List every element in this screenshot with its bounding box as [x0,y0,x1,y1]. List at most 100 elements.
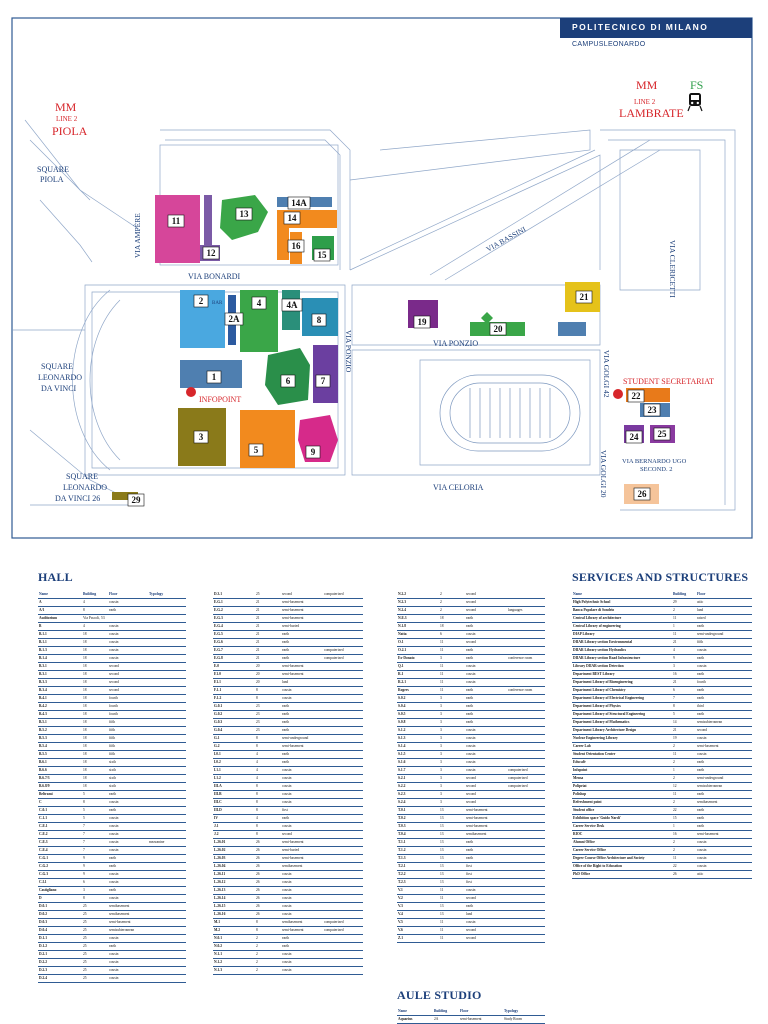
table-cell [323,846,363,855]
table-cell [507,878,545,887]
table-cell: G.2 [213,742,255,751]
table-cell: C.E.3 [38,838,82,847]
table-cell: 6 [439,630,465,639]
table-cell [148,718,186,727]
table-cell: computerized [507,766,545,775]
table-cell: N.2.4 [397,606,439,615]
table-cell [323,822,363,831]
table-cell: 8 [255,782,281,791]
table-cell: F.1.2 [213,694,255,703]
table-cell: 18 [82,702,108,711]
table-cell [323,854,363,863]
table-cell: cousin [696,854,752,863]
table-cell: 8 [82,894,108,903]
table-cell [323,694,363,703]
table-cell: cousin [108,654,148,663]
table-cell [108,614,148,623]
hall-col-building: Building [82,591,108,599]
table-cell: fourth [108,702,148,711]
table-cell [148,846,186,855]
table-cell [323,798,363,807]
table-cell: G.0.4 [213,726,255,735]
table-cell [507,886,545,895]
tag-6: 6 [286,376,291,386]
table-cell: earth [465,694,507,703]
table-cell: 8 [255,734,281,743]
table-cell: cousin [281,782,323,791]
table-cell: B.6.6 [38,766,82,775]
table-cell [507,798,545,807]
table-cell: 8 [82,606,108,615]
table-cell: Student office [572,806,672,815]
table-cell [507,894,545,903]
table-cell: D.2.2 [38,958,82,967]
table-cell: semi-basement [281,854,323,863]
table-cell: C.G.2 [38,862,82,871]
table-cell: 26 [255,846,281,855]
table-cell [323,870,363,879]
table-cell [507,830,545,839]
table-cell: 18 [439,622,465,631]
square-leonardo-line1: SQUARE [41,362,73,371]
table-cell: semi-basement [281,670,323,679]
table-cell: 2 [672,846,696,855]
table-cell [148,950,186,959]
table-cell: E.G.1 [213,598,255,607]
table-cell: earth [465,702,507,711]
aule-col-building: Building [433,1008,459,1016]
table-cell: cousin [281,798,323,807]
table-cell [148,934,186,943]
table-cell: 25 [82,958,108,967]
table-cell: Natta [397,630,439,639]
table-cell [507,910,545,919]
table-cell: E1.0 [213,670,255,679]
table-cell [323,606,363,615]
table-cell: 18 [82,638,108,647]
table-cell: semi-basement [281,606,323,615]
table-cell: 25 [82,910,108,919]
table-cell: 26 [255,902,281,911]
table-cell: S.2.3 [397,790,439,799]
table-cell: Department Library of Mathematics [572,718,672,727]
table-cell: Department Library of Structural Enginee… [572,710,672,719]
table-cell: G.0.3 [213,718,255,727]
table-cell: 2 [255,934,281,943]
tag-14A: 14A [291,198,307,208]
table-cell: cousin [108,950,148,959]
student-secretariat-label: STUDENT SECRETARIAT [623,377,714,386]
table-cell [323,838,363,847]
table-cell [323,910,363,919]
table-cell [148,774,186,783]
table-cell [148,814,186,823]
table-cell: fourth [696,678,752,687]
table-cell: G.1 [213,734,255,743]
table-cell: 2 [439,598,465,607]
table-cell [323,726,363,735]
table-cell: C.G.3 [38,870,82,879]
table-cell: fourth [108,710,148,719]
table-cell [507,750,545,759]
table-cell: 2 [255,966,281,975]
table-cell: 23 [255,710,281,719]
table-cell: cousin [465,678,507,687]
tag-3: 3 [199,432,204,442]
table-cell: 2 [255,942,281,951]
table-cell: 4 [255,774,281,783]
